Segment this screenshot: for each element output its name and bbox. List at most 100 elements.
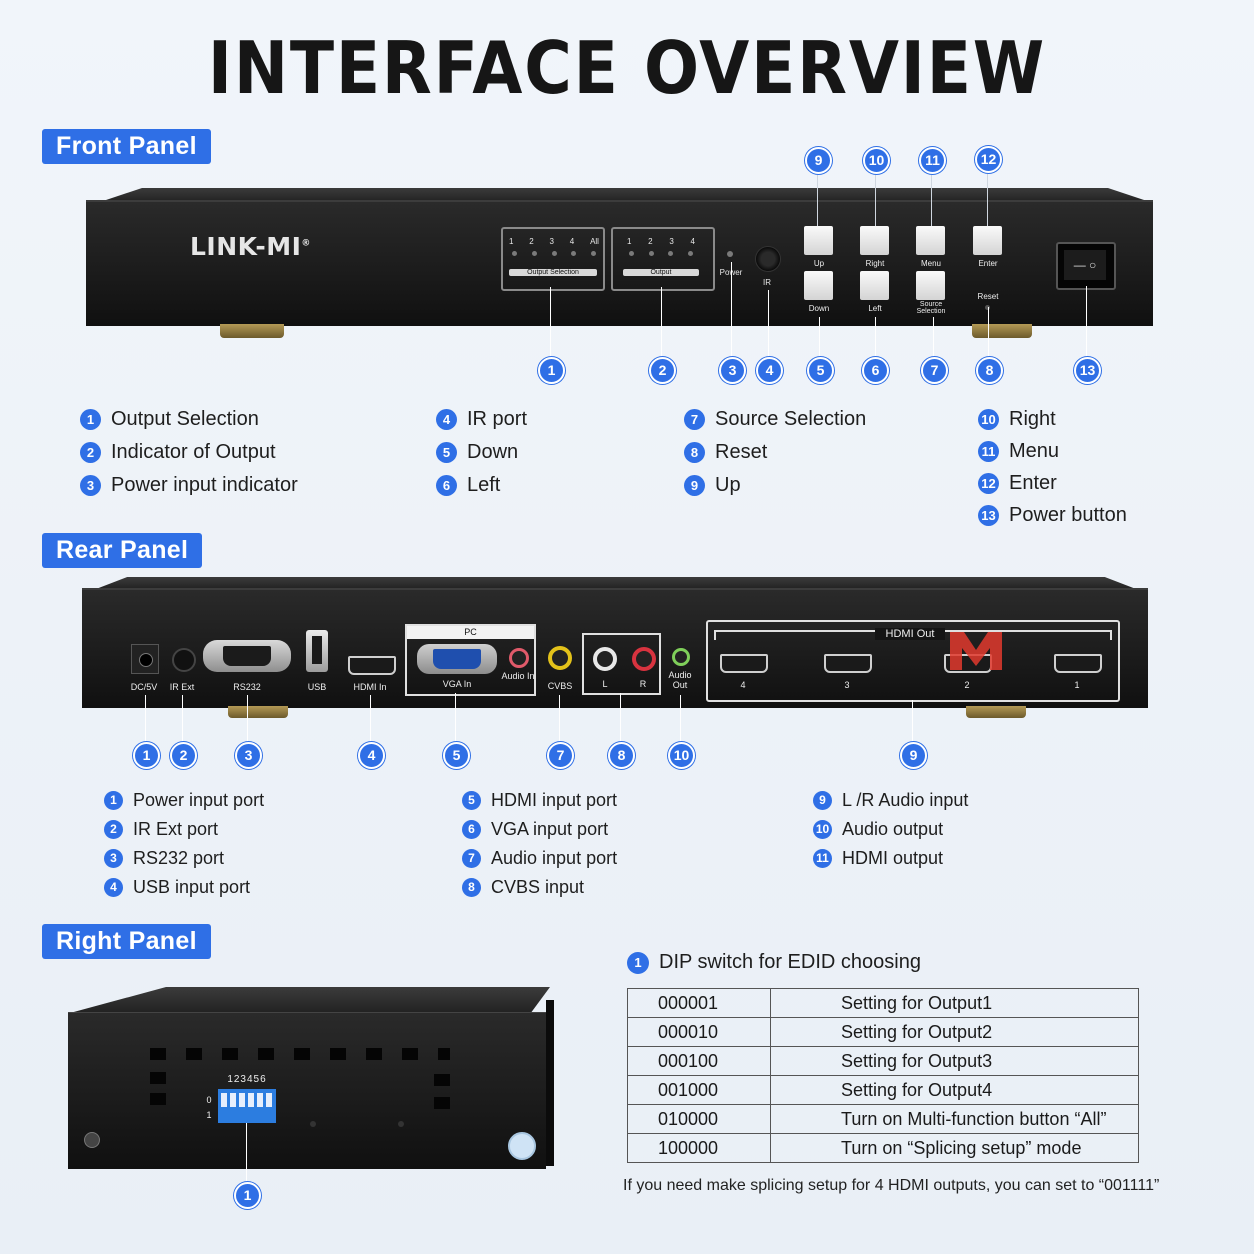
rear-callout-4: 4: [358, 742, 385, 769]
audio-in-jack[interactable]: [509, 648, 529, 668]
reset-pinhole[interactable]: [985, 305, 990, 310]
up-button[interactable]: [804, 226, 833, 255]
right-button[interactable]: [860, 226, 889, 255]
rear-callout-1: 1: [133, 742, 160, 769]
usb-port[interactable]: [306, 630, 328, 672]
lr-audio-input-group: L R: [582, 633, 661, 695]
pc-input-group: PC VGA In Audio In: [405, 624, 536, 696]
page-title: INTERFACE OVERVIEW: [207, 26, 1047, 110]
power-switch-rocker: — ○: [1064, 250, 1106, 280]
dip-note: If you need make splicing setup for 4 HD…: [623, 1177, 1160, 1194]
left-button[interactable]: [860, 271, 889, 300]
hdmi-out-4-port[interactable]: [720, 654, 768, 673]
output-selection-indicators: 1 2 3 4 All Output Selection: [501, 227, 605, 291]
source-selection-button[interactable]: [916, 271, 945, 300]
front-callout-3: 3: [719, 357, 746, 384]
output-selection-label: Output Selection: [509, 269, 597, 276]
audio-right-jack[interactable]: [632, 647, 656, 671]
front-callout-8: 8: [976, 357, 1003, 384]
front-callout-12: 12: [975, 146, 1002, 173]
screw-icon: [84, 1132, 100, 1148]
front-callout-11: 11: [919, 147, 946, 174]
menu-button[interactable]: [916, 226, 945, 255]
power-led: [727, 251, 733, 257]
ir-ext-jack[interactable]: [172, 648, 196, 672]
rs232-port[interactable]: [203, 640, 291, 672]
hdmi-out-1-port[interactable]: [1054, 654, 1102, 673]
rear-callout-5: 5: [443, 742, 470, 769]
front-callout-1: 1: [538, 357, 565, 384]
front-callout-10: 10: [863, 147, 890, 174]
dip-switch[interactable]: [218, 1089, 276, 1123]
enter-button[interactable]: [973, 226, 1002, 255]
audio-left-jack[interactable]: [593, 647, 617, 671]
rear-callout-8: 8: [608, 742, 635, 769]
cvbs-jack[interactable]: [548, 646, 572, 670]
watermark-logo: [950, 632, 1002, 670]
sticker-icon: [508, 1132, 536, 1160]
brand-logo: LINK-MI®: [190, 232, 311, 261]
front-callout-6: 6: [862, 357, 889, 384]
vga-in-port[interactable]: [417, 644, 497, 674]
rear-callout-2: 2: [170, 742, 197, 769]
rear-callout-3: 3: [235, 742, 262, 769]
hdmi-out-3-port[interactable]: [824, 654, 872, 673]
audio-out-jack[interactable]: [672, 648, 690, 666]
front-callout-13: 13: [1074, 357, 1101, 384]
rear-panel-tag: Rear Panel: [42, 533, 203, 568]
ir-sensor: [755, 246, 781, 272]
hdmi-in-port[interactable]: [348, 656, 396, 675]
front-callout-5: 5: [807, 357, 834, 384]
right-callout-1: 1: [234, 1182, 261, 1209]
front-callout-9: 9: [805, 147, 832, 174]
rear-callout-9: 9: [900, 742, 927, 769]
front-callout-2: 2: [649, 357, 676, 384]
down-button[interactable]: [804, 271, 833, 300]
front-callout-7: 7: [921, 357, 948, 384]
right-panel-tag: Right Panel: [42, 924, 211, 959]
front-callout-4: 4: [756, 357, 783, 384]
power-switch[interactable]: — ○: [1056, 242, 1116, 290]
front-panel-tag: Front Panel: [42, 129, 211, 164]
dc-power-jack[interactable]: [131, 644, 159, 674]
output-label: Output: [623, 269, 699, 276]
rear-callout-7: 7: [547, 742, 574, 769]
rear-callout-10: 10: [668, 742, 695, 769]
